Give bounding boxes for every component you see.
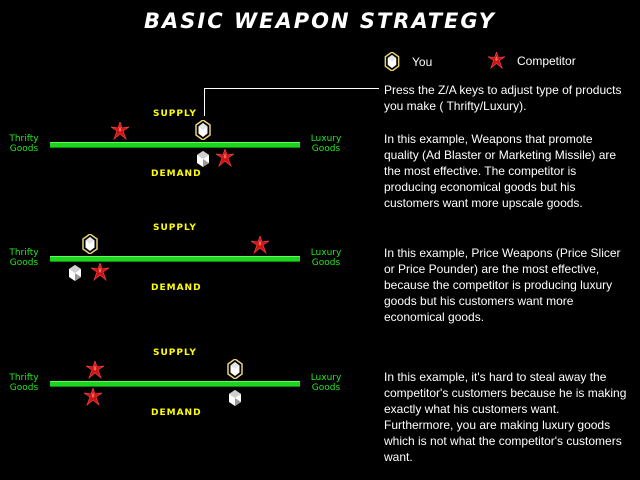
luxury-line-2: Goods	[311, 383, 341, 393]
luxury-line-2: Goods	[311, 144, 341, 154]
example-1-text: In this example, Weapons that promote qu…	[384, 132, 617, 210]
goods-slider-bar	[50, 381, 300, 387]
supply-competitor-star-icon	[111, 122, 129, 140]
thrifty-line-2: Goods	[9, 258, 39, 268]
you-gem-icon	[384, 52, 400, 71]
thrifty-line-1: Thrifty	[9, 248, 39, 258]
supply-you-gem-icon	[82, 234, 98, 254]
thrifty-line-1: Thrifty	[9, 373, 39, 383]
legend-you-label: You	[412, 54, 433, 69]
legend-you: You	[384, 52, 432, 71]
callout-line-horizontal	[204, 88, 379, 89]
demand-competitor-star-icon	[91, 263, 109, 281]
luxury-line-2: Goods	[311, 258, 341, 268]
demand-label: DEMAND	[151, 169, 202, 179]
luxury-line-1: Luxury	[310, 134, 342, 144]
instructions-text: Press the Z/A keys to adjust type of pro…	[384, 83, 622, 113]
demand-you-gem-icon	[229, 390, 241, 406]
demand-you-gem-icon	[197, 151, 209, 167]
luxury-line-1: Luxury	[310, 248, 342, 258]
thrifty-line-1: Thrifty	[9, 134, 39, 144]
example-3-text: In this example, it's hard to steal away…	[384, 370, 627, 464]
goods-slider-bar	[50, 142, 300, 148]
luxury-line-1: Luxury	[310, 373, 342, 383]
supply-label: SUPPLY	[153, 109, 197, 119]
demand-you-gem-icon	[69, 265, 81, 281]
supply-label: SUPPLY	[153, 348, 197, 358]
legend-competitor: Competitor	[488, 52, 576, 69]
supply-you-gem-icon	[195, 120, 211, 140]
supply-label: SUPPLY	[153, 223, 197, 233]
demand-label: DEMAND	[151, 283, 202, 293]
supply-competitor-star-icon	[86, 361, 104, 379]
goods-slider-bar	[50, 256, 300, 262]
legend-competitor-label: Competitor	[517, 53, 576, 68]
callout-line-vertical	[204, 88, 205, 116]
thrifty-line-2: Goods	[9, 144, 39, 154]
example-2-text: In this example, Price Weapons (Price Sl…	[384, 246, 621, 324]
demand-label: DEMAND	[151, 408, 202, 418]
demand-competitor-star-icon	[84, 388, 102, 406]
thrifty-line-2: Goods	[9, 383, 39, 393]
supply-you-gem-icon	[227, 359, 243, 379]
competitor-star-icon	[488, 52, 505, 69]
page-title: BASIC WEAPON STRATEGY	[144, 9, 496, 33]
demand-competitor-star-icon	[216, 149, 234, 167]
supply-competitor-star-icon	[251, 236, 269, 254]
